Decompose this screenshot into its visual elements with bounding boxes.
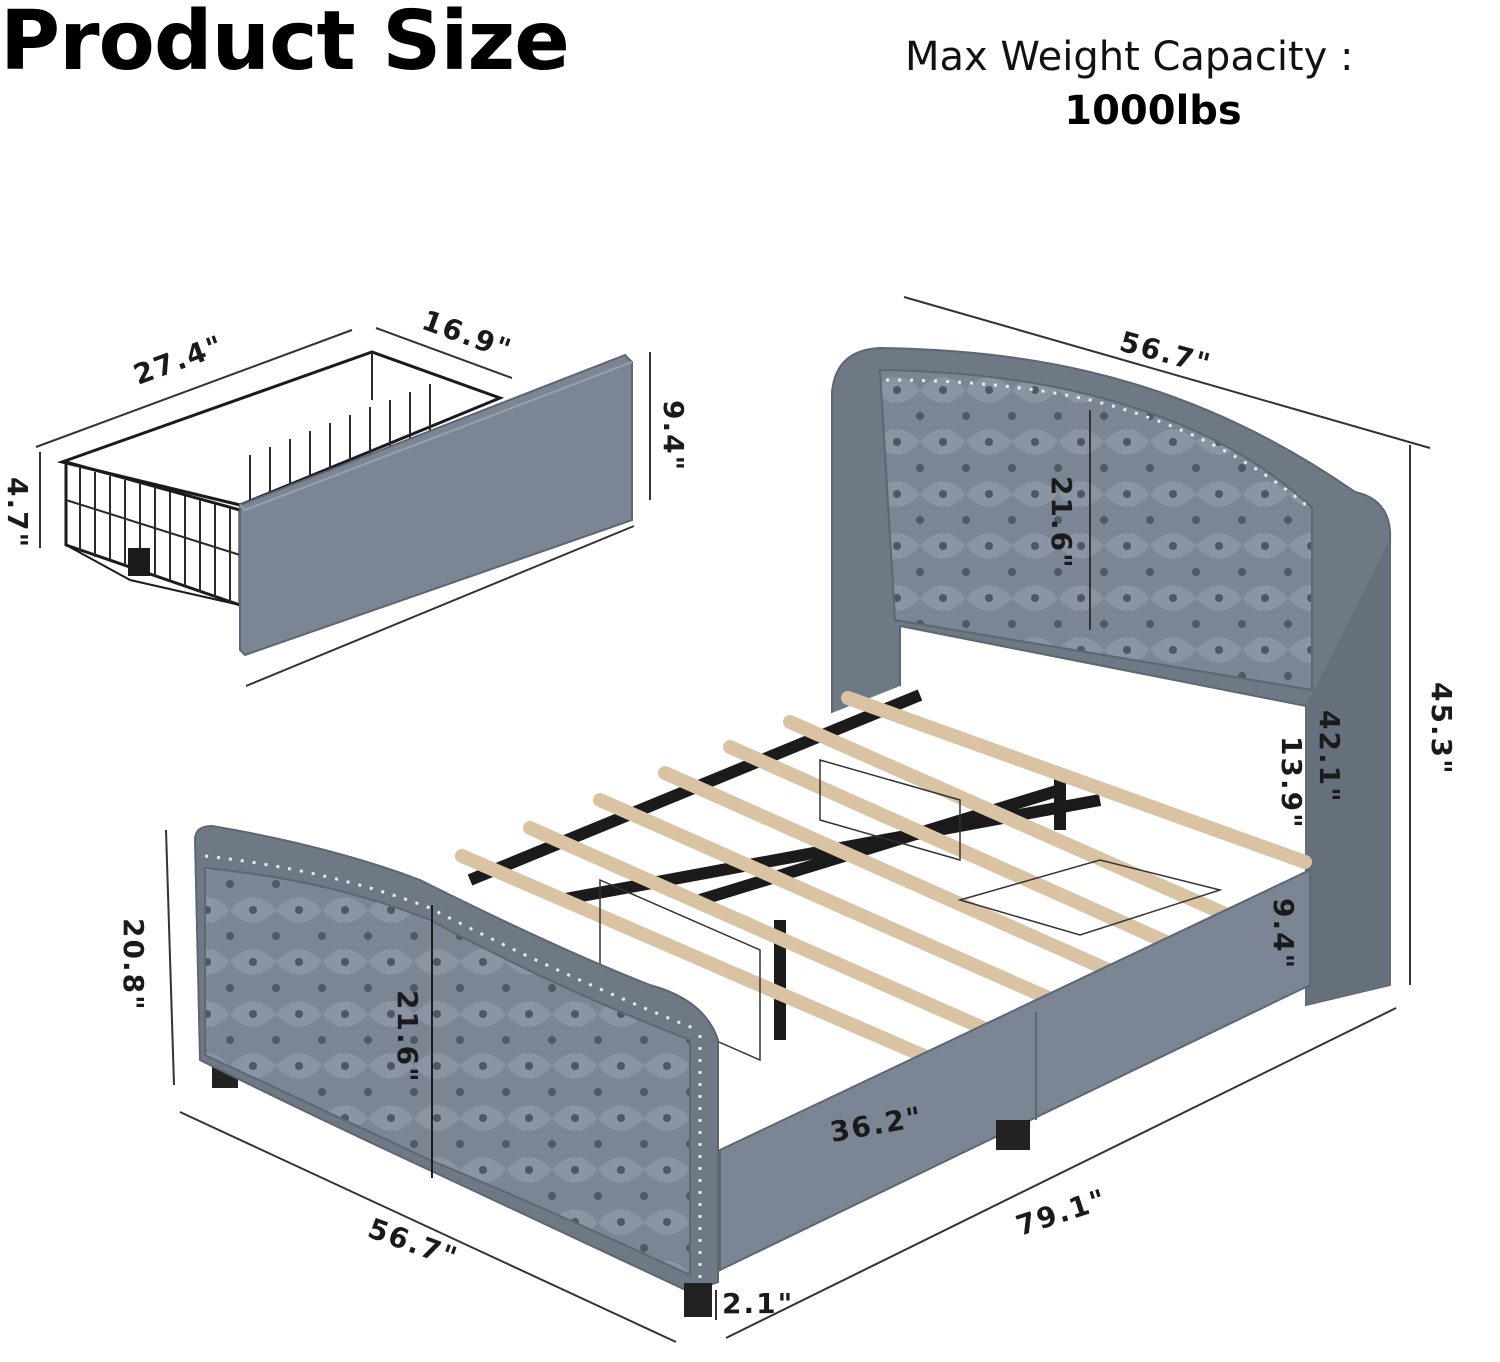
headboard-panel-height-label: 21.6" <box>1045 476 1078 570</box>
bed-length-label: 79.1" <box>1012 1182 1111 1242</box>
page-title: Product Size <box>0 0 570 89</box>
rail-to-slat-label: 13.9" <box>1275 736 1308 830</box>
drawer-depth-label: 16.9" <box>418 304 517 367</box>
weight-capacity-value: 1000lbs <box>1064 88 1242 134</box>
drawer-front-height-label: 9.4" <box>657 400 690 472</box>
side-rail-height-label: 9.4" <box>1267 898 1300 970</box>
drawer-basket-height-label: 4.7" <box>1 477 34 549</box>
total-height-label: 45.3" <box>1425 682 1458 776</box>
clearance-label: 2.1" <box>722 1287 794 1320</box>
footboard-panel-height-label: 21.6" <box>391 990 424 1084</box>
drawer-illustration <box>35 327 651 687</box>
weight-capacity-label: Max Weight Capacity : <box>905 34 1354 80</box>
headboard-above-rail-label: 42.1" <box>1313 710 1346 804</box>
bed-illustration <box>165 296 1431 1343</box>
footboard-height-label: 20.8" <box>117 918 150 1012</box>
